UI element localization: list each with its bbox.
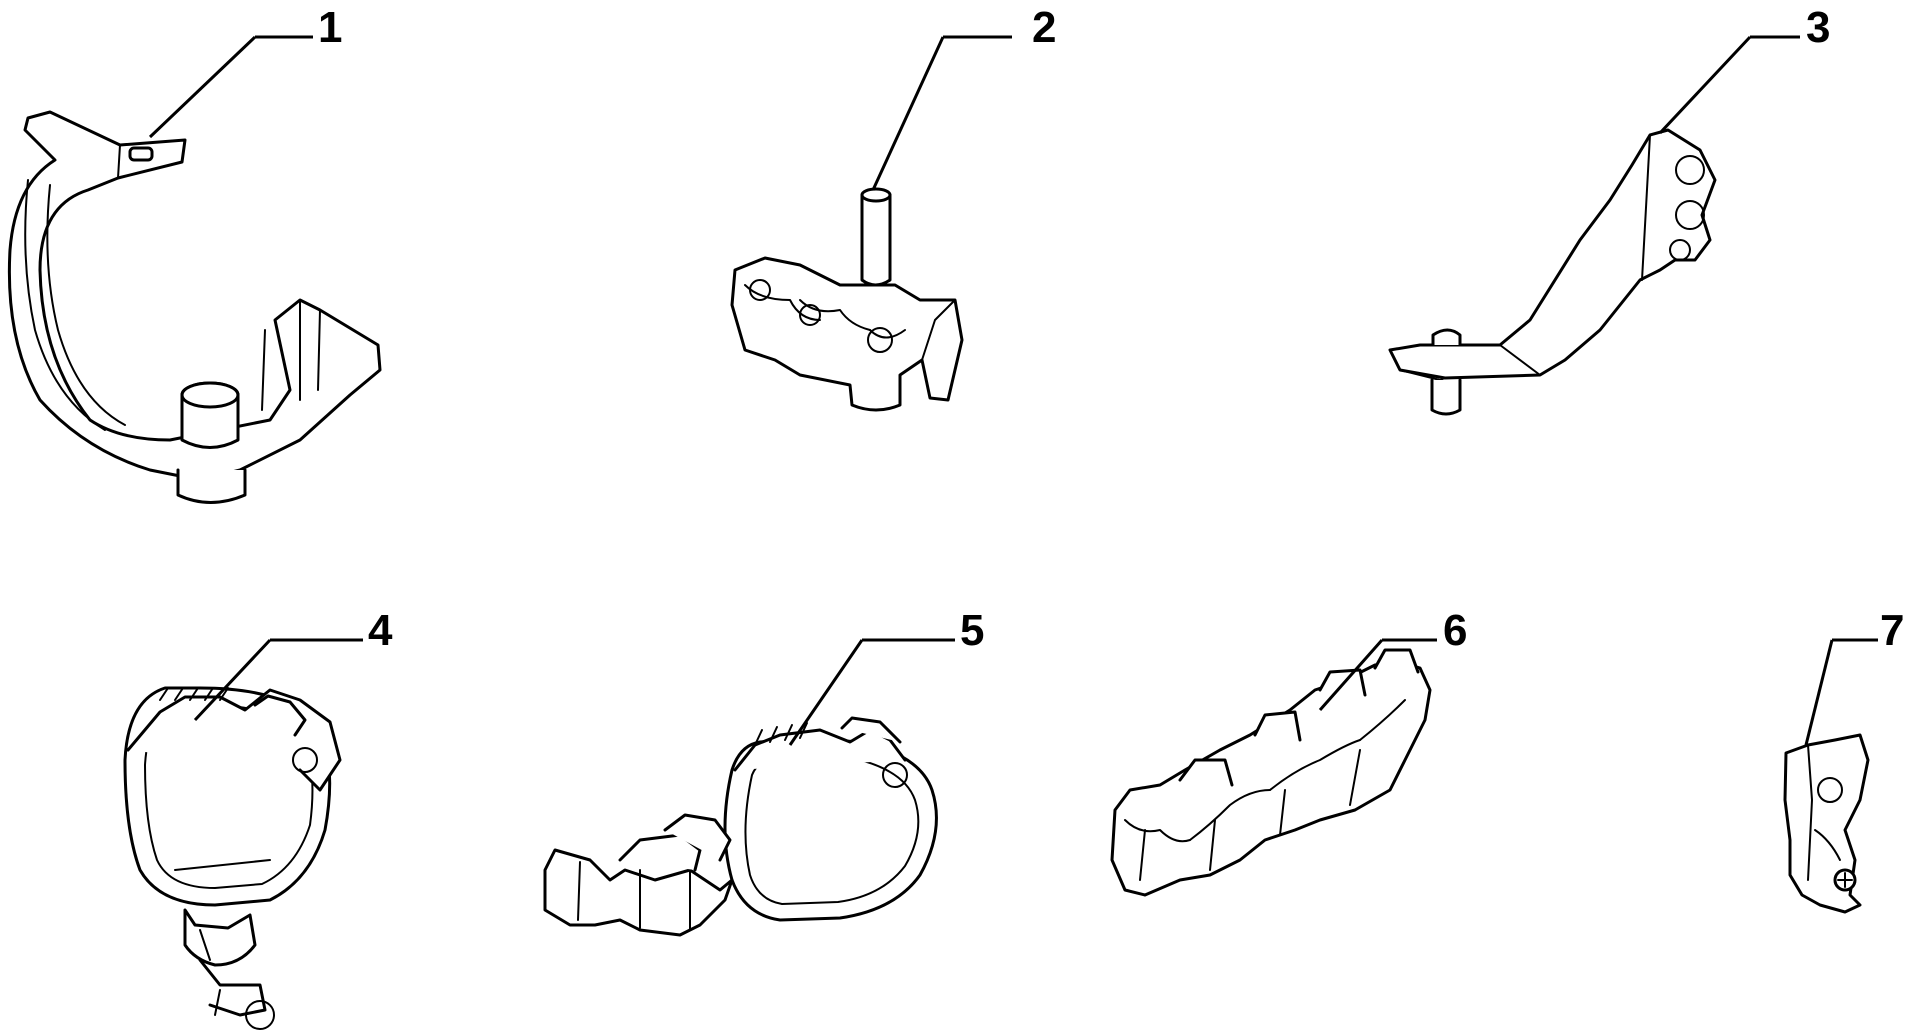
part-5-loop-clip xyxy=(543,716,938,937)
part-1-bracket-clip xyxy=(7,110,382,504)
callout-number-5: 5 xyxy=(960,606,984,655)
callout-number-6: 6 xyxy=(1443,606,1467,655)
leader-line-5 xyxy=(788,639,864,746)
callout-number-7: 7 xyxy=(1880,606,1904,655)
leader-line-7 xyxy=(1804,639,1834,746)
part-6-serpentine-clip xyxy=(1110,648,1432,897)
leader-line-1 xyxy=(148,35,257,139)
callout-number-2: 2 xyxy=(1032,3,1056,52)
part-7-slot-clip xyxy=(1783,733,1870,914)
leader-line-2 xyxy=(871,36,945,191)
leader-line-6 xyxy=(1318,639,1384,711)
callout-number-3: 3 xyxy=(1806,3,1830,52)
part-2-stud-clip xyxy=(730,187,964,412)
callout-number-1: 1 xyxy=(318,3,342,52)
leader-line-4 xyxy=(193,638,272,722)
callout-number-4: 4 xyxy=(368,606,393,655)
leader-line-3 xyxy=(1658,35,1752,135)
part-4-ring-clamp xyxy=(123,686,342,1030)
part-3-arm-bracket xyxy=(1388,128,1717,416)
